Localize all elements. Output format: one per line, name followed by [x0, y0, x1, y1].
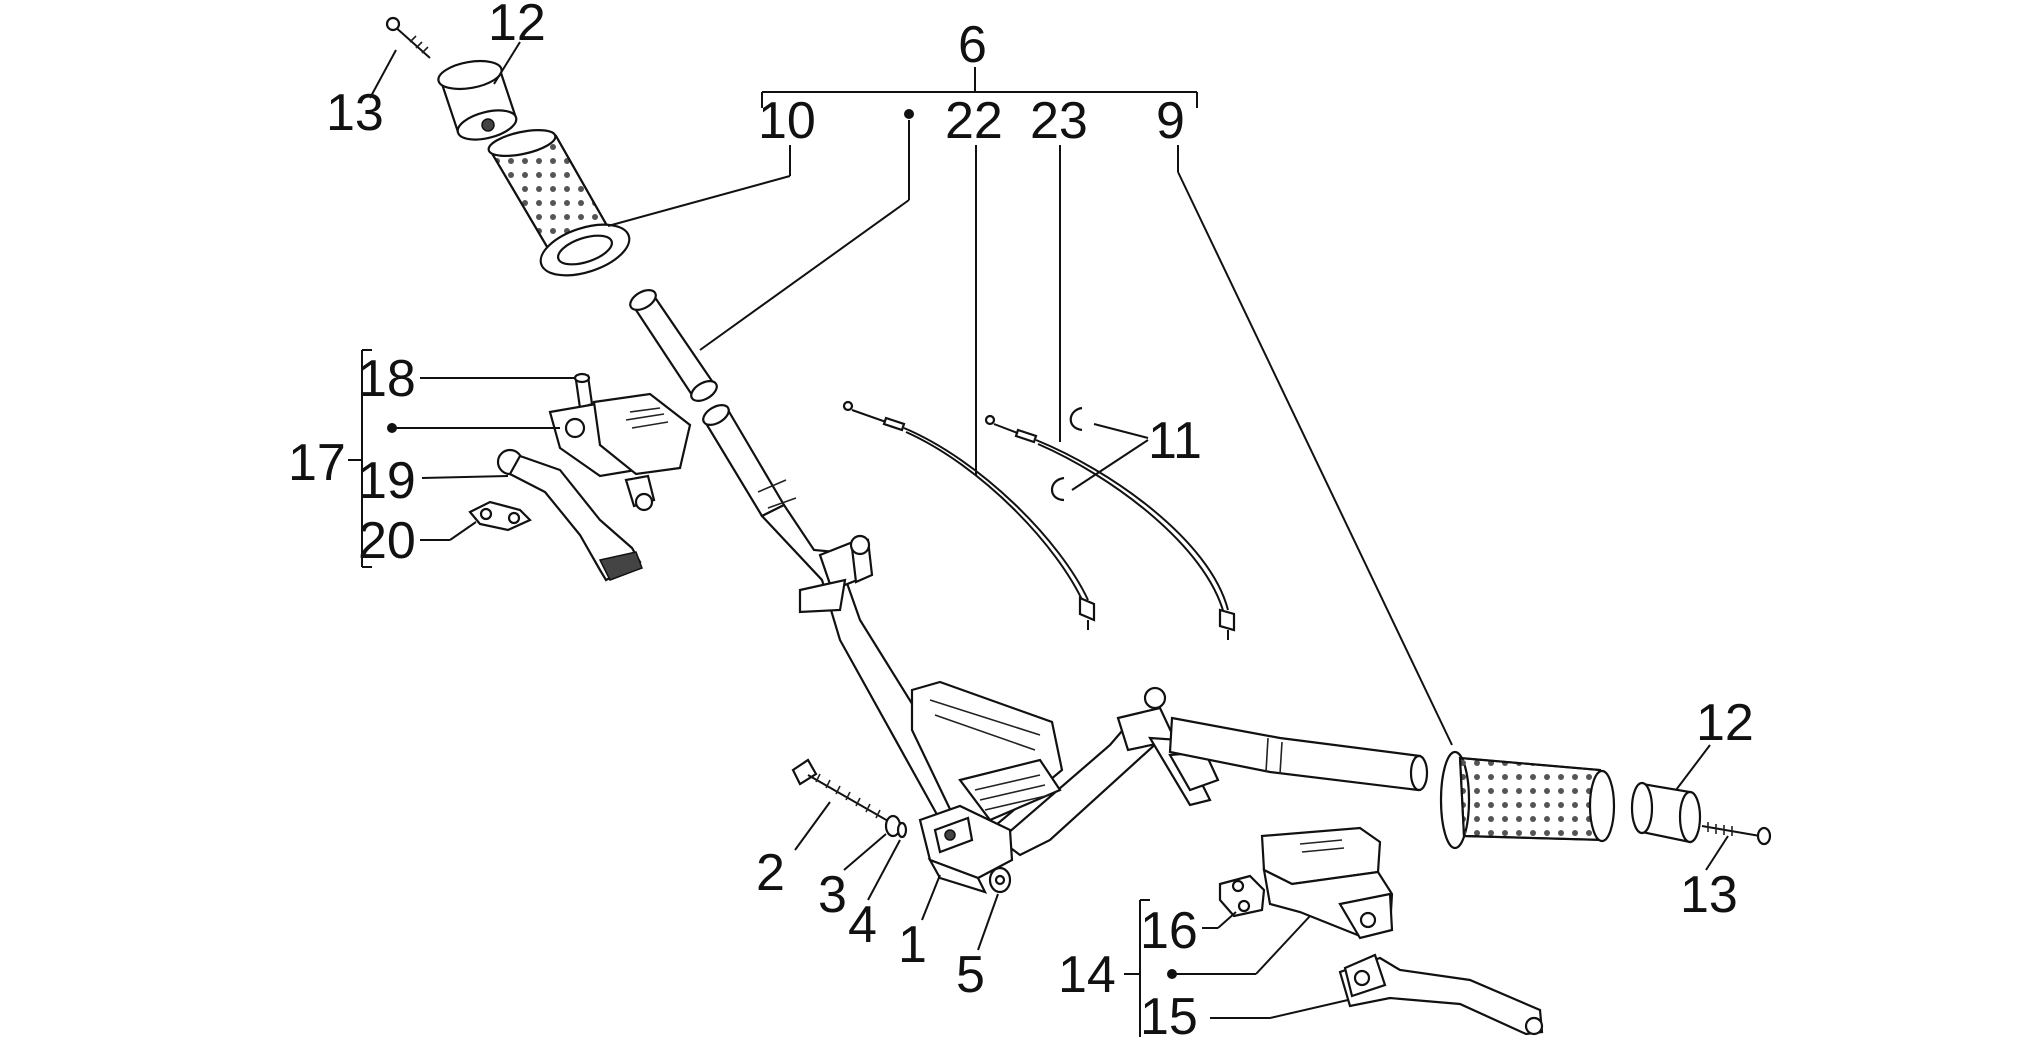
- handlebar-cover-plate: [910, 680, 1064, 832]
- callout-1: 1: [898, 916, 927, 974]
- callout-labels: 6 10 22 23 9 11 12 13 18 17 19 20 2 3 4 …: [288, 0, 1754, 1037]
- callout-9: 9: [1156, 92, 1185, 150]
- callout-5: 5: [956, 946, 985, 1004]
- bar-end-weight-left: [437, 59, 518, 141]
- spacer-ring: [896, 821, 908, 839]
- callout-3: 3: [818, 866, 847, 924]
- handlebar-grip-right: [1439, 750, 1616, 850]
- clamp-nut: [988, 866, 1012, 894]
- callout-23: 23: [1030, 92, 1088, 150]
- left-mirror-clamp: [468, 500, 532, 532]
- left-brake-master-cylinder: [548, 372, 692, 512]
- callout-10: 10: [758, 92, 816, 150]
- callout-22: 22: [945, 92, 1003, 150]
- callout-6: 6: [958, 16, 987, 74]
- callout-2: 2: [756, 844, 785, 902]
- callout-19: 19: [358, 452, 416, 510]
- right-brake-master-cylinder: [1260, 826, 1394, 940]
- cable-clip-upper: [1069, 406, 1083, 432]
- bar-end-weight-right: [1630, 781, 1702, 844]
- callout-4: 4: [848, 896, 877, 954]
- callout-11: 11: [1148, 412, 1202, 470]
- right-brake-lever: [1338, 953, 1544, 1036]
- left-brake-lever: [496, 448, 643, 582]
- bar-end-bolt-left: [385, 16, 431, 59]
- handlebar-base-clamp: [918, 804, 1014, 894]
- callout-18: 18: [358, 350, 416, 408]
- callout-20: 20: [358, 512, 416, 570]
- handlebar-grip-left: [487, 129, 631, 277]
- leader-lines: [348, 41, 1729, 1037]
- callout-17: 17: [288, 434, 346, 492]
- callout-13-left: 13: [326, 84, 384, 142]
- callout-14: 14: [1058, 946, 1116, 1004]
- brake-cable: [984, 414, 1236, 640]
- throttle-cable: [842, 400, 1096, 630]
- right-mirror-clamp: [1218, 874, 1266, 918]
- callout-12-right: 12: [1696, 694, 1754, 752]
- cable-clip-lower: [1050, 476, 1065, 502]
- callout-12-left: 12: [488, 0, 546, 52]
- callout-dots: [387, 109, 1177, 979]
- callout-15: 15: [1140, 988, 1198, 1037]
- callout-13-right: 13: [1680, 866, 1738, 924]
- callout-16: 16: [1140, 902, 1198, 960]
- bar-end-bolt-right: [1701, 822, 1772, 846]
- clamp-bolt: [791, 758, 896, 826]
